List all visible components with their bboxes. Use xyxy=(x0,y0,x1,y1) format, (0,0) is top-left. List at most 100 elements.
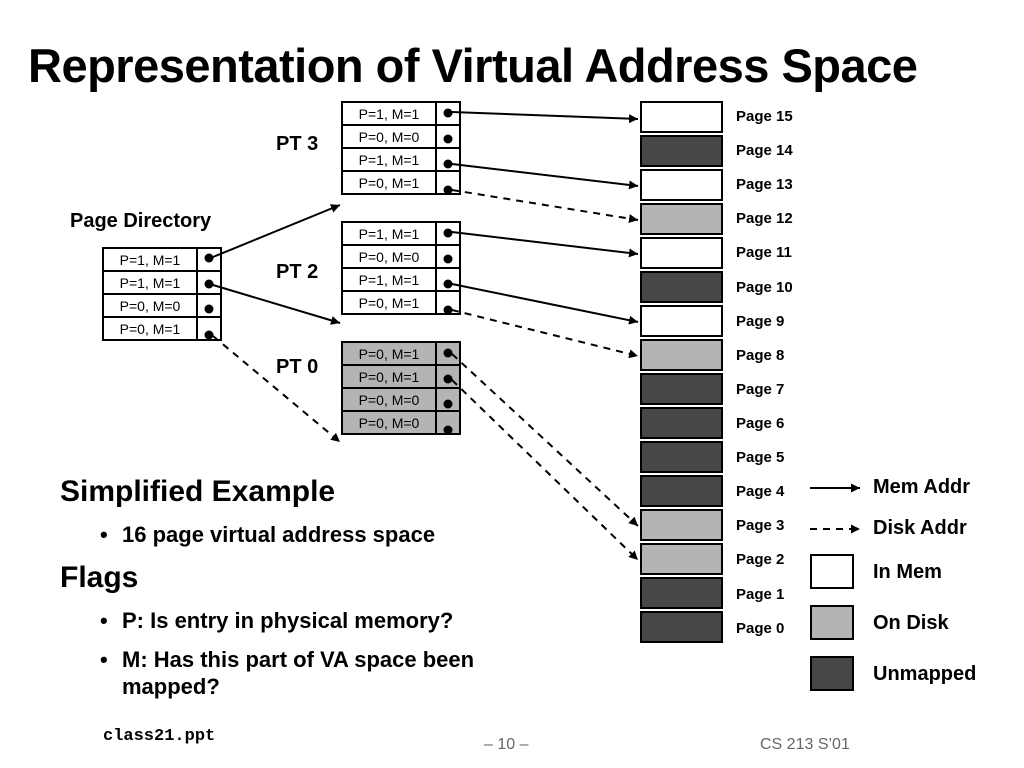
entry-flags: P=0, M=1 xyxy=(341,364,437,389)
page-label: Page 5 xyxy=(736,449,785,466)
footer-course: CS 213 S’01 xyxy=(760,736,850,753)
virtual-page-10 xyxy=(640,271,723,303)
legend-unmapped: Unmapped xyxy=(873,663,977,685)
pt0-table: P=0, M=1 P=0, M=1 P=0, M=0 P=0, M=0 xyxy=(341,341,461,435)
slide-title: Representation of Virtual Address Space xyxy=(28,39,918,92)
virtual-page-3 xyxy=(640,509,723,541)
pt0-entry: P=0, M=0 xyxy=(341,410,461,435)
legend-in-mem-swatch xyxy=(810,554,854,589)
page-label: Page 15 xyxy=(736,108,793,125)
pt0-entry: P=0, M=0 xyxy=(341,387,461,412)
arrow-pt2-to-page8 xyxy=(451,309,639,359)
legend-unmapped-swatch xyxy=(810,656,854,691)
virtual-page-14 xyxy=(640,135,723,167)
legend-disk-addr: Disk Addr xyxy=(873,517,967,539)
pt3-table: P=1, M=1 P=0, M=0 P=1, M=1 P=0, M=1 xyxy=(341,101,461,195)
virtual-page-7 xyxy=(640,373,723,405)
pointer-dots xyxy=(204,108,453,435)
arrow-pt0-to-page3 xyxy=(451,353,639,527)
entry-flags: P=1, M=1 xyxy=(341,221,437,246)
virtual-page-9 xyxy=(640,305,723,337)
entry-flags: P=1, M=1 xyxy=(102,270,198,295)
flags-heading: Flags xyxy=(60,561,139,594)
virtual-page-12 xyxy=(640,203,723,235)
entry-flags: P=0, M=1 xyxy=(341,341,437,366)
pt2-entry: P=0, M=0 xyxy=(341,244,461,269)
pt3-entry: P=0, M=0 xyxy=(341,124,461,149)
pointer-dot-icon xyxy=(435,410,461,435)
pt2-table: P=1, M=1 P=0, M=0 P=1, M=1 P=0, M=1 xyxy=(341,221,461,315)
entry-flags: P=1, M=1 xyxy=(341,147,437,172)
pointer-dot-icon xyxy=(196,270,222,295)
arrow-pd-to-pt0 xyxy=(212,335,341,443)
legend-mem-addr: Mem Addr xyxy=(873,476,971,498)
pt3-label: PT 3 xyxy=(276,133,319,155)
page-label: Page 11 xyxy=(736,244,792,261)
legend-on-disk-swatch xyxy=(810,605,854,640)
page-label: Page 0 xyxy=(736,620,785,637)
pt0-entry: P=0, M=1 xyxy=(341,364,461,389)
pointer-dot-icon xyxy=(435,244,461,269)
arrow-pt3-to-page12 xyxy=(451,189,639,224)
bullet-icon: • xyxy=(100,522,108,547)
entry-flags: P=0, M=1 xyxy=(341,290,437,315)
page-label: Page 4 xyxy=(736,483,785,500)
pt0-label: PT 0 xyxy=(276,356,319,378)
footer-filename: class21.ppt xyxy=(103,727,216,746)
entry-flags: P=1, M=1 xyxy=(341,267,437,292)
page-directory-label: Page Directory xyxy=(70,210,212,232)
arrow-pt0-to-page2 xyxy=(451,379,639,561)
pt3-entry: P=1, M=1 xyxy=(341,101,461,126)
page-directory-entry: P=0, M=0 xyxy=(102,293,222,318)
page-label: Page 1 xyxy=(736,586,785,603)
entry-flags: P=0, M=0 xyxy=(341,124,437,149)
pt3-entry: P=1, M=1 xyxy=(341,147,461,172)
entry-flags: P=1, M=1 xyxy=(102,247,198,272)
arrow-pd-to-pt2 xyxy=(212,284,341,325)
pt2-label: PT 2 xyxy=(276,261,319,283)
footer-page-number: – 10 – xyxy=(484,736,529,753)
arrow-pd-to-pt3 xyxy=(212,204,341,258)
entry-flags: P=0, M=1 xyxy=(102,316,198,341)
entry-flags: P=0, M=0 xyxy=(341,244,437,269)
page-label: Page 6 xyxy=(736,415,785,432)
virtual-page-4 xyxy=(640,475,723,507)
virtual-page-8 xyxy=(640,339,723,371)
bullet-text: P: Is entry in physical memory? xyxy=(122,608,454,633)
arrow-pt3-to-page15 xyxy=(451,111,639,124)
virtual-page-13 xyxy=(640,169,723,201)
entry-flags: P=0, M=0 xyxy=(341,410,437,435)
virtual-page-1 xyxy=(640,577,723,609)
page-label: Page 12 xyxy=(736,210,793,227)
virtual-page-6 xyxy=(640,407,723,439)
pt2-entry: P=0, M=1 xyxy=(341,290,461,315)
pt2-entry: P=1, M=1 xyxy=(341,267,461,292)
arrow-pt2-to-page11 xyxy=(451,231,639,258)
page-label: Page 7 xyxy=(736,381,785,398)
entry-flags: P=0, M=1 xyxy=(341,170,437,195)
bullet-text: M: Has this part of VA space been mapped… xyxy=(122,647,475,699)
virtual-page-11 xyxy=(640,237,723,269)
pt0-entry: P=0, M=1 xyxy=(341,341,461,366)
pt3-entry: P=0, M=1 xyxy=(341,170,461,195)
bullet-text: 16 page virtual address space xyxy=(122,522,436,547)
bullet-icon: • xyxy=(100,647,108,672)
virtual-page-5 xyxy=(640,441,723,473)
arrow-pt3-to-page13 xyxy=(451,163,639,190)
virtual-page-2 xyxy=(640,543,723,575)
entry-flags: P=0, M=0 xyxy=(341,387,437,412)
arrow-pt2-to-page9 xyxy=(451,283,639,325)
page-directory-entry: P=1, M=1 xyxy=(102,270,222,295)
page-label: Page 10 xyxy=(736,279,793,296)
entry-flags: P=0, M=0 xyxy=(102,293,198,318)
legend-in-mem: In Mem xyxy=(873,561,942,583)
page-label: Page 14 xyxy=(736,142,793,159)
bullet-icon: • xyxy=(100,608,108,633)
virtual-page-0 xyxy=(640,611,723,643)
page-label: Page 3 xyxy=(736,517,785,534)
simplified-example-heading: Simplified Example xyxy=(60,475,336,508)
page-label: Page 9 xyxy=(736,313,785,330)
legend-on-disk: On Disk xyxy=(873,612,949,634)
page-directory-table: P=1, M=1 P=1, M=1 P=0, M=0 P=0, M=1 xyxy=(102,247,222,341)
